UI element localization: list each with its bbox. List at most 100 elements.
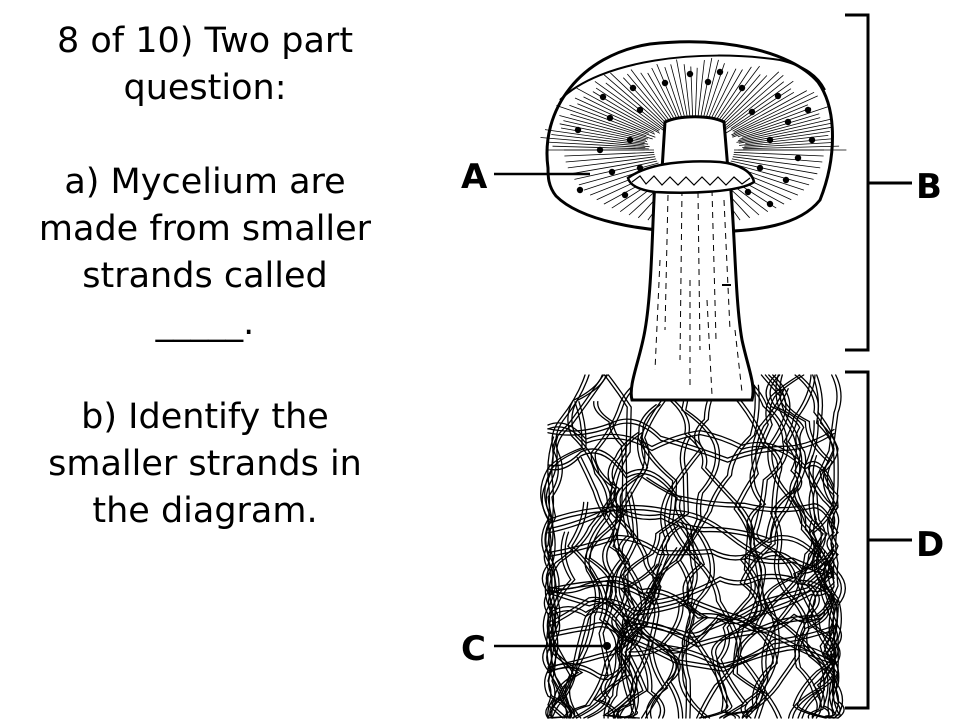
cap-spot	[756, 164, 764, 172]
gill-line	[733, 91, 815, 133]
hypha-strand	[547, 426, 835, 492]
label-d: D	[916, 525, 944, 565]
cap-spot	[766, 136, 774, 144]
gill-line	[737, 118, 832, 142]
gill-line	[694, 67, 698, 122]
gill-line	[570, 113, 653, 140]
cap-spot	[576, 186, 584, 194]
cap-spot	[621, 191, 629, 199]
gill-line	[564, 151, 655, 157]
hypha-strand	[547, 422, 835, 488]
cap-spot	[596, 146, 604, 154]
hypha-strand	[611, 436, 687, 719]
gill-line	[739, 135, 829, 146]
gill-line	[745, 131, 830, 144]
cap-spot	[629, 84, 637, 92]
gill-line	[713, 65, 760, 128]
gill-line	[707, 68, 737, 126]
hypha-strand	[571, 374, 617, 719]
cap-spot	[626, 136, 634, 144]
hypha-strand	[547, 629, 835, 681]
hypha-strand	[545, 436, 584, 719]
hypha-strand	[614, 547, 678, 719]
gill-line	[742, 142, 833, 148]
hypha-strand	[547, 625, 835, 677]
gill-line	[736, 123, 831, 143]
gill-line	[743, 145, 840, 150]
gill-line	[706, 71, 729, 124]
gill-line	[570, 158, 657, 175]
cap-spot	[784, 118, 792, 126]
gill-line	[576, 87, 660, 134]
cap-spot	[636, 106, 644, 114]
gill-line	[610, 72, 670, 129]
hypha-strand	[698, 374, 803, 719]
mushroom-stalk	[626, 115, 756, 402]
cap-spot	[738, 84, 746, 92]
cap-spot	[804, 106, 812, 114]
hypha-strand	[548, 374, 590, 719]
gill-line	[603, 74, 669, 131]
gill-line	[595, 87, 661, 131]
cap-spot	[744, 188, 752, 196]
gill-line	[725, 91, 795, 134]
hypha-strand	[540, 401, 583, 719]
hypha-strand	[547, 534, 835, 575]
gill-line	[594, 81, 665, 132]
hypha-strand	[544, 374, 586, 719]
gill-line	[559, 115, 649, 140]
mycelium	[540, 372, 846, 720]
part-b-line-3: the diagram.	[92, 491, 318, 531]
gill-line	[626, 73, 672, 126]
hypha-strand	[547, 565, 835, 668]
gill-line	[567, 156, 656, 169]
cap-spot	[574, 126, 582, 134]
gill-line	[676, 59, 689, 124]
hypha-strand	[791, 557, 842, 719]
hypha-strand	[593, 491, 635, 719]
gill-line	[540, 137, 650, 148]
gill-line	[547, 141, 646, 148]
hypha-strand	[547, 504, 835, 580]
cap-spots	[574, 68, 816, 208]
hypha-strand	[547, 573, 835, 602]
gill-line	[670, 64, 687, 124]
gill-line	[738, 126, 832, 144]
cap-spot	[782, 176, 790, 184]
hypha-strand	[640, 477, 694, 719]
hypha-strand	[744, 374, 839, 719]
cap-spot	[704, 78, 712, 86]
pointer-c	[494, 642, 611, 650]
gill-line	[723, 80, 794, 132]
cap-spot	[608, 168, 616, 176]
hypha-strand	[547, 582, 835, 634]
gill-line	[732, 107, 812, 138]
gill-line	[630, 69, 673, 125]
cap-spot	[774, 92, 782, 100]
cap-spot	[661, 79, 669, 87]
hypha-strand	[547, 432, 645, 719]
label-c: C	[461, 629, 486, 669]
gill-line	[656, 63, 682, 123]
part-a-line-3: strands called	[82, 256, 328, 296]
hypha-strand	[681, 526, 716, 719]
cap-spot	[606, 114, 614, 122]
hypha-strand	[796, 455, 839, 719]
hypha-strand	[806, 420, 844, 716]
mushroom-diagram: A B C D	[440, 0, 960, 720]
hypha-strand	[547, 422, 835, 463]
hypha-strand	[547, 538, 835, 579]
part-b-line-1: b) Identify the	[81, 397, 329, 437]
hypha-strand	[547, 622, 835, 680]
hypha-strand	[773, 488, 822, 719]
cap-spot	[766, 200, 774, 208]
gill-line	[574, 160, 658, 180]
hypha-strand	[677, 526, 712, 719]
gill-line	[717, 71, 780, 130]
gill-line	[709, 69, 743, 127]
part-a-line-2: made from smaller	[38, 209, 372, 249]
gill-line	[605, 82, 665, 130]
gill-lines	[540, 57, 847, 225]
gill-line	[730, 160, 814, 180]
hypha-strand	[547, 508, 835, 584]
